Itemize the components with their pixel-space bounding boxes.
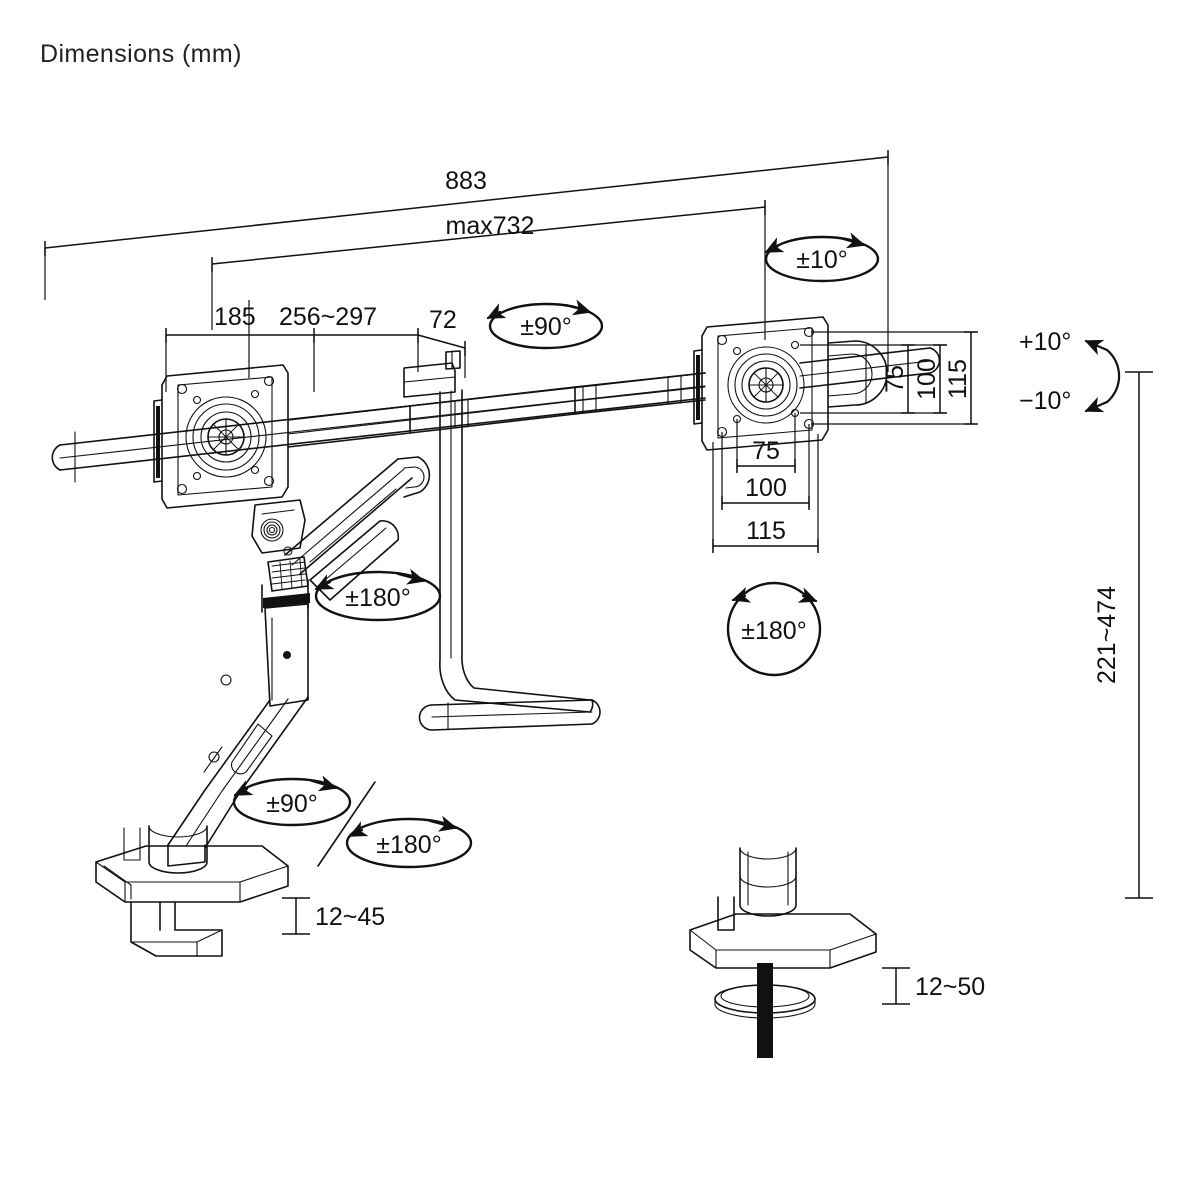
- page-title: Dimensions (mm): [40, 40, 242, 68]
- angle-head-swivel: ±90°: [486, 299, 604, 350]
- dimension-height-range: 221~474: [1093, 371, 1153, 899]
- angle-tilt-down-label: −10°: [1019, 387, 1071, 415]
- left-monitor-head: [153, 364, 289, 509]
- vesa-horizontal-100-label: 100: [745, 474, 787, 502]
- vesa-vertical-115-label: 115: [944, 359, 972, 399]
- dimension-segment-c-label: 72: [429, 306, 457, 334]
- dimension-max-reach: max732: [211, 200, 766, 340]
- angle-tilt-updown: +10° −10°: [1019, 328, 1121, 415]
- vesa-horizontal-75-label: 75: [752, 437, 780, 465]
- vesa-vertical-100-label: 100: [913, 358, 941, 400]
- dimension-segment-a-label: 185: [214, 303, 256, 331]
- dimension-clamp-thickness-label: 12~45: [315, 903, 385, 931]
- vesa-vertical-75-label: 75: [881, 365, 909, 393]
- dimension-overall-width-label: 883: [445, 167, 487, 195]
- dimension-grommet-thickness-label: 12~50: [915, 973, 985, 1001]
- angle-head-rotation-right: ±180°: [726, 581, 822, 677]
- vesa-vertical-dimensions: 75 100 115: [800, 331, 978, 425]
- main-horizontal-rail: [287, 350, 706, 448]
- gas-spring-arm: [167, 456, 431, 867]
- grommet-mount-detail: 12~50: [689, 847, 985, 1058]
- angle-tilt-up-label: +10°: [1019, 328, 1071, 356]
- angle-head-swivel-label: ±90°: [520, 313, 572, 341]
- c-clamp-detail: 12~45: [95, 825, 385, 957]
- vesa-horizontal-dimensions: 75 100 115: [712, 413, 819, 553]
- angle-head-rotation-right-label: ±180°: [741, 617, 806, 645]
- dimension-max-reach-label: max732: [446, 212, 535, 240]
- dimension-row-segments: 185 256~297 72: [165, 300, 466, 392]
- angle-post-rotation-alt-label: ±180°: [376, 831, 441, 859]
- rear-support-leg: [418, 389, 601, 731]
- angle-post-rotation-label: ±90°: [266, 790, 318, 818]
- dimension-segment-b-label: 256~297: [279, 303, 377, 331]
- angle-rail-tilt-label: ±10°: [796, 246, 848, 274]
- angle-post-rotation-group: ±90° ±180°: [232, 775, 473, 869]
- angle-arm-rotation-upper-label: ±180°: [345, 584, 410, 612]
- dimension-overall-width: 883: [44, 150, 889, 372]
- right-monitor-head: [51, 316, 941, 483]
- angle-rail-tilt: ±10°: [764, 232, 880, 283]
- dimension-height-range-label: 221~474: [1093, 586, 1121, 684]
- vesa-horizontal-115-label: 115: [746, 517, 786, 545]
- angle-arm-rotation-upper: ±180°: [314, 568, 442, 622]
